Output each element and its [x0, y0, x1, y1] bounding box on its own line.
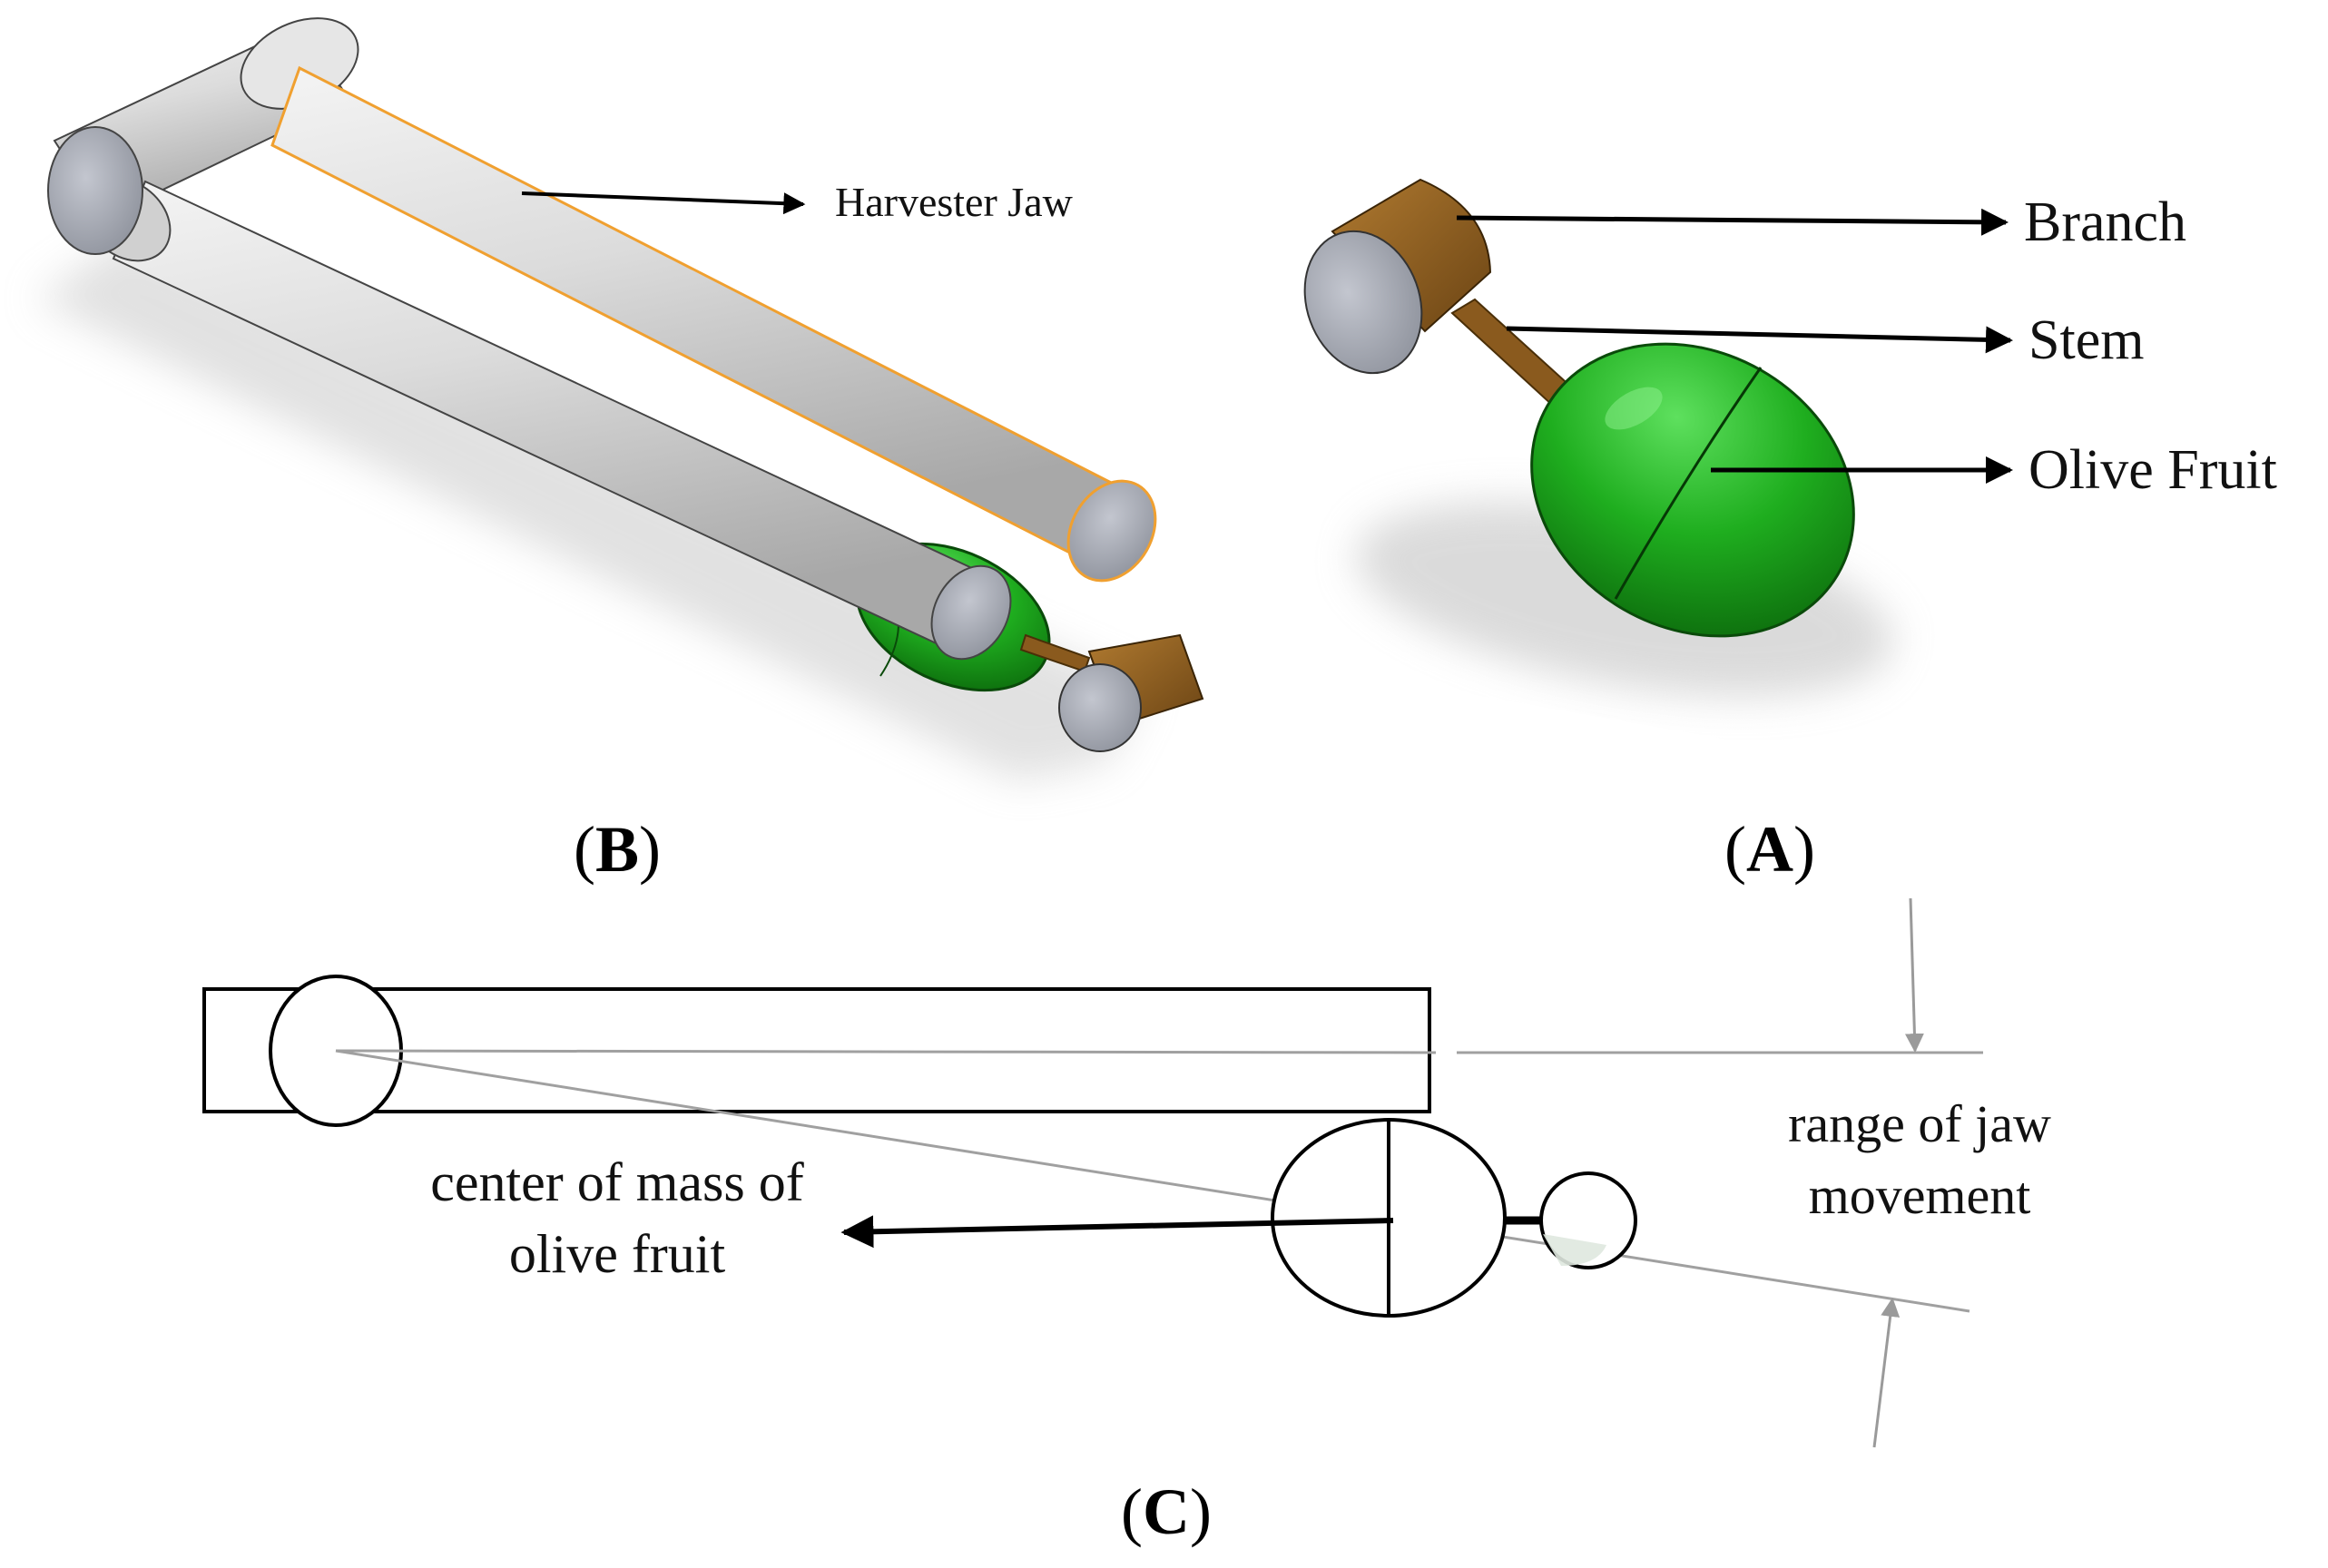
front-rod-end-cap: [930, 564, 1012, 661]
branch-arrow: [1456, 208, 2009, 236]
panel-label-a: (A): [1724, 813, 1815, 886]
range-label-line2: movement: [1809, 1166, 2031, 1225]
panel-b: Harvester Jaw (B): [36, 17, 1204, 886]
range-arrow-top: [1904, 897, 1924, 1054]
jaw-swing-line: [335, 1049, 1970, 1313]
stem-and-branch-b: [1019, 633, 1204, 752]
center-of-mass-label-line1: center of mass of: [430, 1152, 804, 1212]
branch-a: [1303, 178, 1492, 375]
olive-fruit-a: [1530, 342, 1855, 638]
center-of-mass-label-line2: olive fruit: [509, 1224, 726, 1284]
branch-label: Branch: [2024, 191, 2186, 253]
panel-c: center of mass of olive fruit range of j…: [202, 897, 2051, 1548]
crossbar-end-cap: [47, 126, 143, 255]
stem-arrow: [1506, 326, 2013, 354]
harvester-jaw-end-cap: [1066, 479, 1157, 583]
center-of-mass-arrow: [840, 1215, 1394, 1249]
jaw-shadow: [36, 236, 1144, 780]
harvester-jaw-rod: [270, 65, 1157, 583]
panel-a: Branch Stem Olive Fruit (A): [1303, 178, 2277, 886]
panel-label-b: (B): [574, 813, 661, 886]
range-label-line1: range of jaw: [1788, 1094, 2051, 1153]
stem-a: [1450, 298, 1577, 408]
stem-label: Stem: [2028, 309, 2144, 371]
range-arrow-bottom: [1872, 1297, 1901, 1448]
olive-cross-section: [1271, 1118, 1637, 1318]
harvester-jaw-label: Harvester Jaw: [835, 179, 1074, 225]
olive-fruit-label: Olive Fruit: [2028, 439, 2277, 501]
jaw-axis-line: [335, 1049, 1437, 1054]
harvester-jaw-arrow: [521, 191, 806, 215]
panel-label-c: (C): [1121, 1475, 1212, 1548]
